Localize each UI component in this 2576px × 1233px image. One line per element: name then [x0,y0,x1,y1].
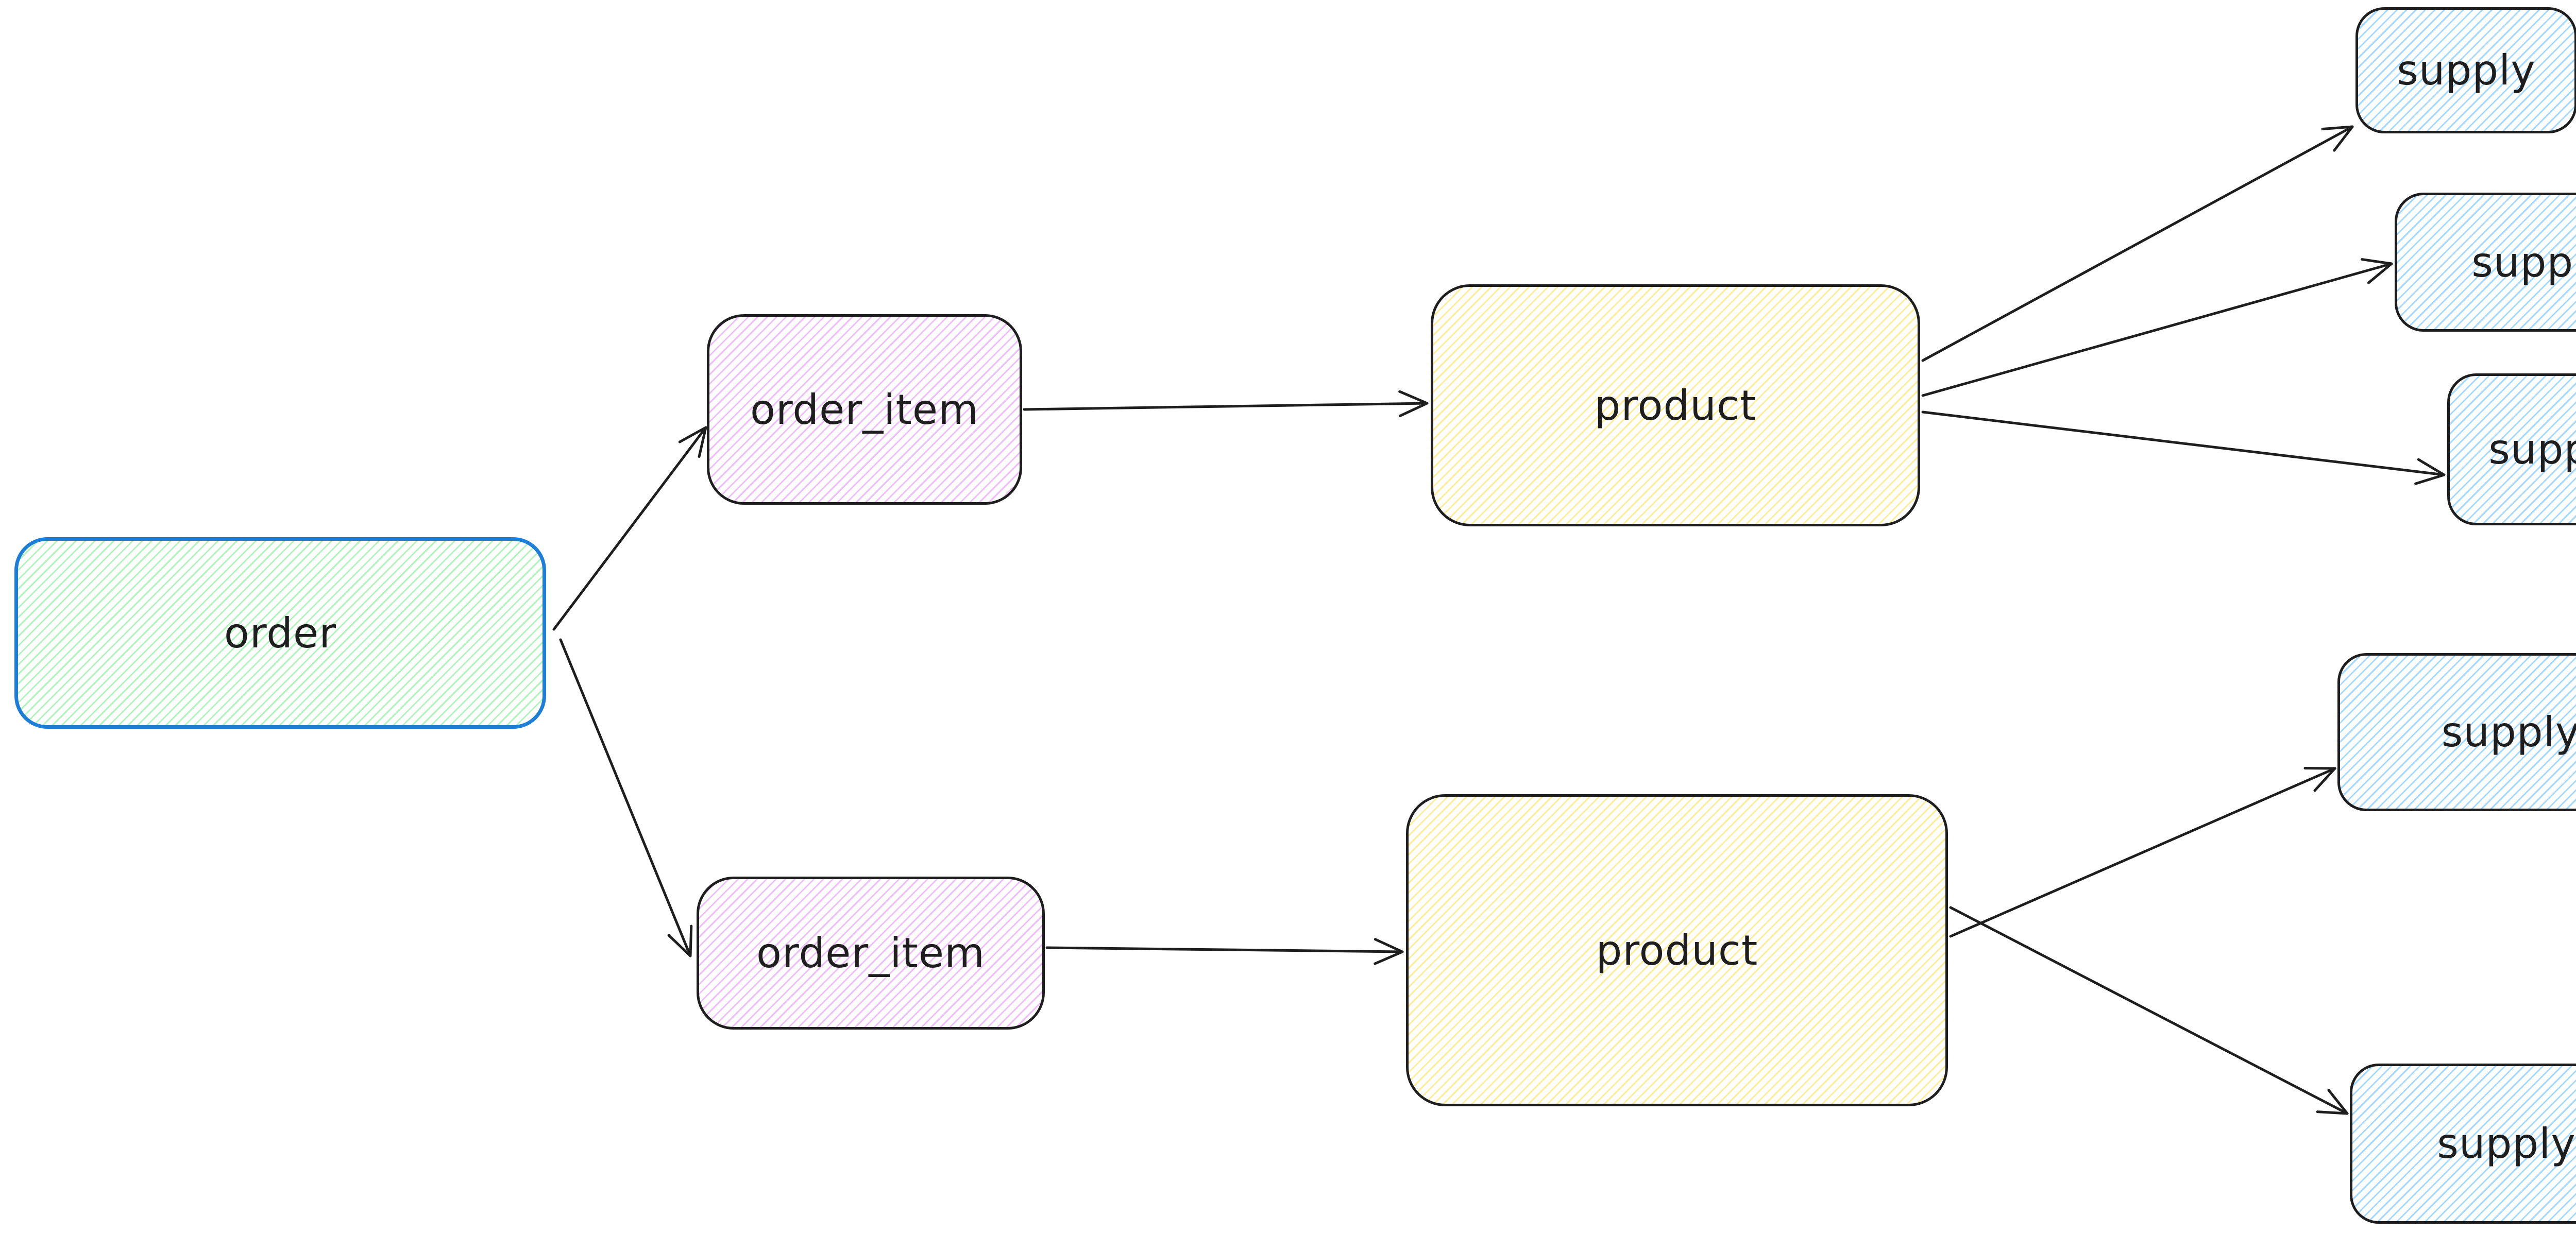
node-label: product [1596,926,1758,974]
node-label: order_item [750,385,979,434]
arrow-product-1-to-supply-1[interactable] [1921,125,2354,362]
node-label: supply [2488,425,2576,473]
node-label: product [1594,381,1757,430]
node-supply-3[interactable]: supply [2447,373,2576,525]
arrow-product-1-to-supply-3[interactable] [1921,410,2446,485]
node-label: supply [2471,238,2576,286]
node-label: supply [2441,708,2576,756]
arrow-product-2-to-supply-5[interactable] [1949,906,2349,1115]
node-supply-5[interactable]: supply [2350,1064,2576,1224]
arrow-order-item-1-to-product-1[interactable] [1023,390,1429,417]
node-order-item-2[interactable]: order_item [697,877,1045,1030]
arrow-order-item-2-to-product-2[interactable] [1045,938,1404,965]
node-product-2[interactable]: product [1406,794,1948,1106]
node-supply-1[interactable]: supply [2355,7,2576,133]
arrow-order-to-order-item-1[interactable] [552,426,707,631]
node-order[interactable]: order [14,537,546,729]
node-product-1[interactable]: product [1431,284,1920,526]
node-order-item-1[interactable]: order_item [707,314,1022,505]
node-label: supply [2397,46,2536,94]
node-supply-2[interactable]: supply [2395,193,2576,332]
node-supply-4[interactable]: supply [2337,653,2576,811]
arrow-order-to-order-item-2[interactable] [559,638,693,957]
arrow-product-1-to-supply-2[interactable] [1921,258,2393,397]
arrow-product-2-to-supply-4[interactable] [1949,767,2336,938]
node-label: supply [2437,1120,2576,1168]
node-label: order_item [756,929,986,977]
node-label: order [224,609,337,657]
